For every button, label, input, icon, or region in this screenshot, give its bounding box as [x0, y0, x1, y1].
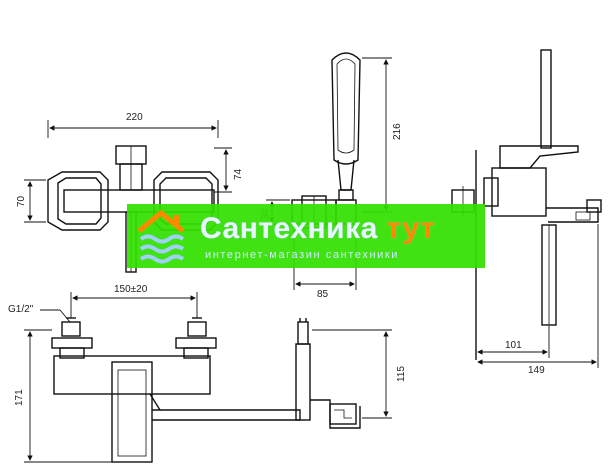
dim-85-label: 85: [317, 289, 329, 300]
watermark-title-main: Сантехника: [200, 212, 387, 245]
dim-216-label: 216: [392, 123, 403, 140]
watermark-title: Сантехника тут: [200, 212, 435, 246]
dim-150-label: 150±20: [114, 284, 148, 295]
house-logo-icon: [137, 209, 185, 264]
watermark-title-accent: тут: [386, 212, 436, 245]
dim-101-label: 101: [505, 340, 522, 351]
watermark-subtitle: интернет-магазин сантехники: [205, 249, 400, 261]
hand-shower-view: [291, 52, 361, 229]
dim-220-label: 220: [126, 112, 143, 123]
dim-70-label: 70: [16, 195, 27, 207]
dim-74-label: 74: [233, 168, 244, 180]
dim-g12-label: G1/2": [8, 304, 34, 315]
watermark-banner: [127, 204, 485, 268]
dim-149-label: 149: [528, 365, 545, 376]
dim-115-label: 115: [396, 366, 407, 382]
front-view: [51, 317, 361, 463]
dim-171-label: 171: [14, 389, 25, 406]
